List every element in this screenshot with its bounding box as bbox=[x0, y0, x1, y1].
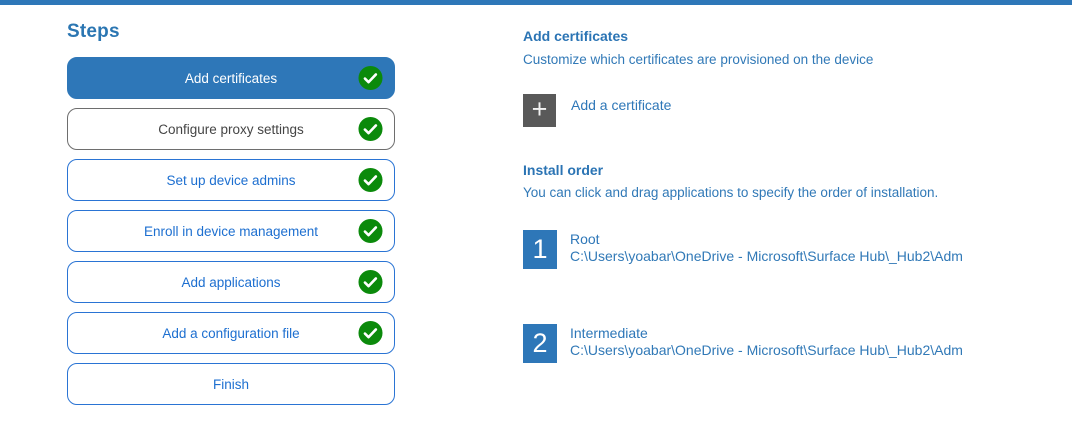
check-icon bbox=[358, 116, 383, 142]
order-number-tile: 2 bbox=[523, 324, 557, 363]
steps-title: Steps bbox=[67, 21, 120, 42]
step-configure-proxy-settings[interactable]: Configure proxy settings bbox=[67, 108, 395, 150]
section-subtitle: Customize which certificates are provisi… bbox=[523, 52, 874, 67]
content-panel: Add certificates Customize which certifi… bbox=[523, 5, 1072, 405]
certificate-name: Root bbox=[570, 231, 600, 247]
plus-icon: + bbox=[523, 94, 556, 127]
step-set-up-device-admins[interactable]: Set up device admins bbox=[67, 159, 395, 201]
section-title: Add certificates bbox=[523, 28, 629, 44]
step-label: Finish bbox=[212, 376, 249, 392]
check-icon bbox=[358, 218, 383, 244]
add-certificate-label: Add a certificate bbox=[571, 97, 672, 113]
step-finish[interactable]: Finish bbox=[67, 363, 395, 405]
step-label: Enroll in device management bbox=[143, 223, 319, 239]
certificate-name: Intermediate bbox=[570, 325, 648, 341]
top-accent-bar bbox=[0, 0, 1072, 5]
install-order-title: Install order bbox=[523, 162, 604, 178]
step-add-a-configuration-file[interactable]: Add a configuration file bbox=[67, 312, 395, 354]
certificate-path: C:\Users\yoabar\OneDrive - Microsoft\Sur… bbox=[570, 248, 963, 264]
install-order-description: You can click and drag applications to s… bbox=[523, 185, 939, 200]
check-icon bbox=[358, 320, 383, 346]
step-label: Add applications bbox=[181, 274, 281, 290]
step-add-certificates[interactable]: Add certificates bbox=[67, 57, 395, 99]
check-icon bbox=[358, 167, 383, 193]
check-icon bbox=[358, 65, 383, 91]
step-label: Add a configuration file bbox=[162, 325, 300, 341]
order-number-tile: 1 bbox=[523, 230, 557, 269]
step-enroll-in-device-management[interactable]: Enroll in device management bbox=[67, 210, 395, 252]
step-label: Configure proxy settings bbox=[158, 121, 304, 137]
check-icon bbox=[358, 269, 383, 295]
step-label: Set up device admins bbox=[166, 172, 296, 188]
step-add-applications[interactable]: Add applications bbox=[67, 261, 395, 303]
step-label: Add certificates bbox=[184, 70, 278, 86]
add-certificate-button[interactable]: + Add a certificate bbox=[523, 94, 671, 127]
certificate-path: C:\Users\yoabar\OneDrive - Microsoft\Sur… bbox=[570, 342, 963, 358]
